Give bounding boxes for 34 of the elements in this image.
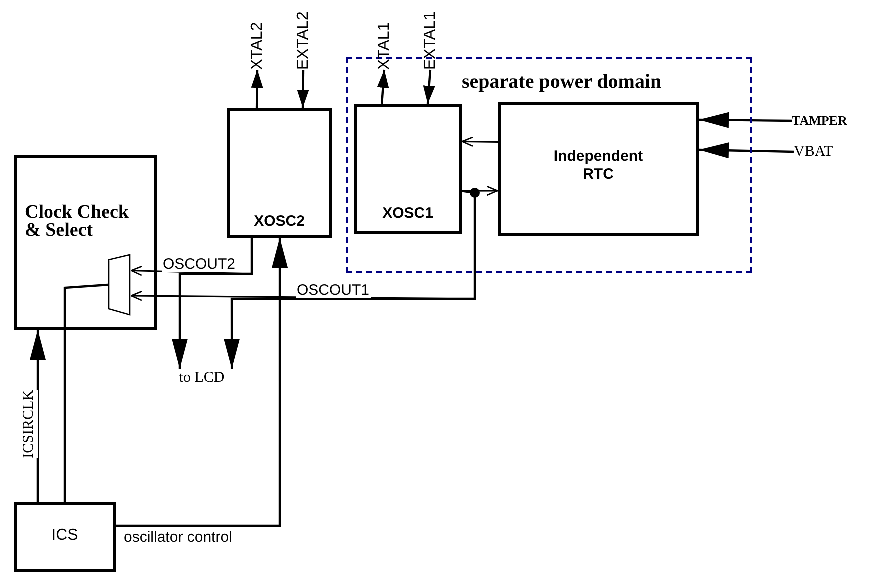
connector-arrow: [116, 238, 288, 528]
block-box: [14, 155, 157, 330]
block-label: ICS: [50, 527, 80, 546]
signal-label: VBAT: [794, 143, 834, 161]
block-label: XOSC2: [253, 213, 306, 230]
connector-arrow: [377, 70, 390, 104]
edge-label: OSCOUT1: [296, 283, 371, 298]
signal-label: EXTAL1: [422, 2, 439, 70]
domain-heading: separate power domain: [462, 71, 662, 94]
block-label: Clock Check & Select: [25, 204, 130, 240]
signal-label: to LCD: [170, 369, 234, 387]
connector-arrow: [251, 70, 264, 108]
signal-label: TAMPER: [792, 113, 862, 129]
connector-arrow: [224, 190, 476, 369]
block-box: [498, 102, 699, 236]
block-box: [354, 104, 462, 234]
connector-arrow: [297, 70, 310, 108]
signal-label: XTAL1: [376, 16, 393, 70]
block-label: XOSC1: [382, 205, 434, 222]
block-label: Independent RTC: [552, 148, 644, 184]
multiplexer-symbol: [108, 254, 131, 316]
block-box: [227, 108, 332, 238]
connector-arrow: [30, 330, 46, 502]
edge-label: ICSIRCLK: [21, 390, 38, 458]
signal-label: XTAL2: [249, 14, 266, 70]
signal-label: EXTAL2: [295, 2, 312, 70]
connector-arrow: [698, 112, 792, 128]
edge-label: OSCOUT2: [162, 257, 237, 272]
connector-arrow: [423, 70, 436, 104]
edge-label: oscillator control: [123, 530, 234, 545]
block-box: [14, 502, 116, 572]
connector-arrow: [462, 136, 498, 148]
connector-arrow: [698, 142, 794, 159]
connector-arrow: [172, 238, 254, 369]
